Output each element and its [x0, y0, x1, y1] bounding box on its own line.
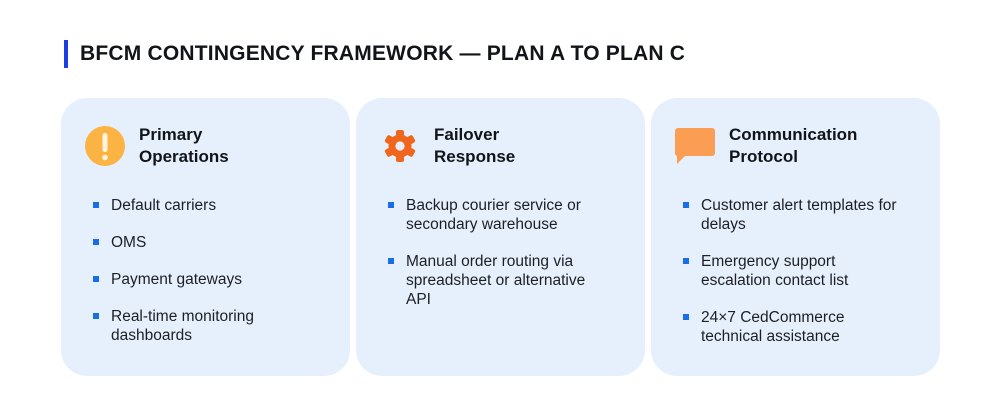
list-item-text: Real-time monitoring dashboards — [111, 308, 254, 344]
card-title-line: Failover — [434, 125, 500, 144]
card-header: Primary Operations — [83, 124, 309, 168]
list-item-text: OMS — [111, 234, 147, 251]
title-accent-bar — [64, 40, 68, 68]
card-list: Default carriers OMS Payment gateways Re… — [93, 196, 338, 363]
list-item: 24×7 CedCommerce technical assistance — [683, 308, 901, 346]
list-item-text: Payment gateways — [111, 271, 242, 288]
list-item: OMS — [93, 233, 338, 252]
card-failover-response: Failover Response Backup courier service… — [356, 98, 645, 376]
list-item-text: Emergency support escalation contact lis… — [701, 253, 849, 289]
page-title: BFCM CONTINGENCY FRAMEWORK — PLAN A TO P… — [80, 42, 686, 65]
card-title-line: Communication — [729, 125, 858, 144]
bullet-icon — [93, 202, 99, 208]
card-title-line: Operations — [139, 147, 229, 166]
bullet-icon — [388, 202, 394, 208]
bullet-icon — [93, 239, 99, 245]
bullet-icon — [93, 276, 99, 282]
list-item: Default carriers — [93, 196, 338, 215]
card-communication-protocol: Communication Protocol Customer alert te… — [651, 98, 940, 376]
card-list: Backup courier service or secondary ware… — [388, 196, 633, 327]
card-header: Communication Protocol — [673, 124, 899, 168]
card-title-line: Protocol — [729, 147, 798, 166]
list-item: Manual order routing via spreadsheet or … — [388, 252, 591, 309]
bullet-icon — [93, 313, 99, 319]
card-title-line: Primary — [139, 125, 203, 144]
list-item: Real-time monitoring dashboards — [93, 307, 306, 345]
list-item: Emergency support escalation contact lis… — [683, 252, 906, 290]
card-title: Communication Protocol — [729, 124, 899, 168]
bullet-icon — [683, 202, 689, 208]
gear-icon — [378, 124, 422, 168]
list-item: Customer alert templates for delays — [683, 196, 931, 234]
exclamation-circle-icon — [83, 124, 127, 168]
card-primary-operations: Primary Operations Default carriers OMS … — [61, 98, 350, 376]
list-item: Backup courier service or secondary ware… — [388, 196, 633, 234]
bullet-icon — [683, 314, 689, 320]
list-item-text: Default carriers — [111, 197, 217, 214]
list-item-text: 24×7 CedCommerce technical assistance — [701, 309, 845, 345]
card-title: Primary Operations — [139, 124, 309, 168]
card-list: Customer alert templates for delays Emer… — [683, 196, 928, 364]
card-header: Failover Response — [378, 124, 604, 168]
bullet-icon — [683, 258, 689, 264]
framework-cards: Primary Operations Default carriers OMS … — [61, 98, 940, 376]
list-item-text: Customer alert templates for delays — [701, 197, 897, 233]
bullet-icon — [388, 258, 394, 264]
list-item-text: Backup courier service or secondary ware… — [406, 197, 581, 233]
speech-bubble-icon — [673, 124, 717, 168]
list-item: Payment gateways — [93, 270, 338, 289]
card-title: Failover Response — [434, 124, 604, 168]
page-header: BFCM CONTINGENCY FRAMEWORK — PLAN A TO P… — [64, 40, 685, 68]
card-title-line: Response — [434, 147, 516, 166]
list-item-text: Manual order routing via spreadsheet or … — [406, 253, 586, 308]
